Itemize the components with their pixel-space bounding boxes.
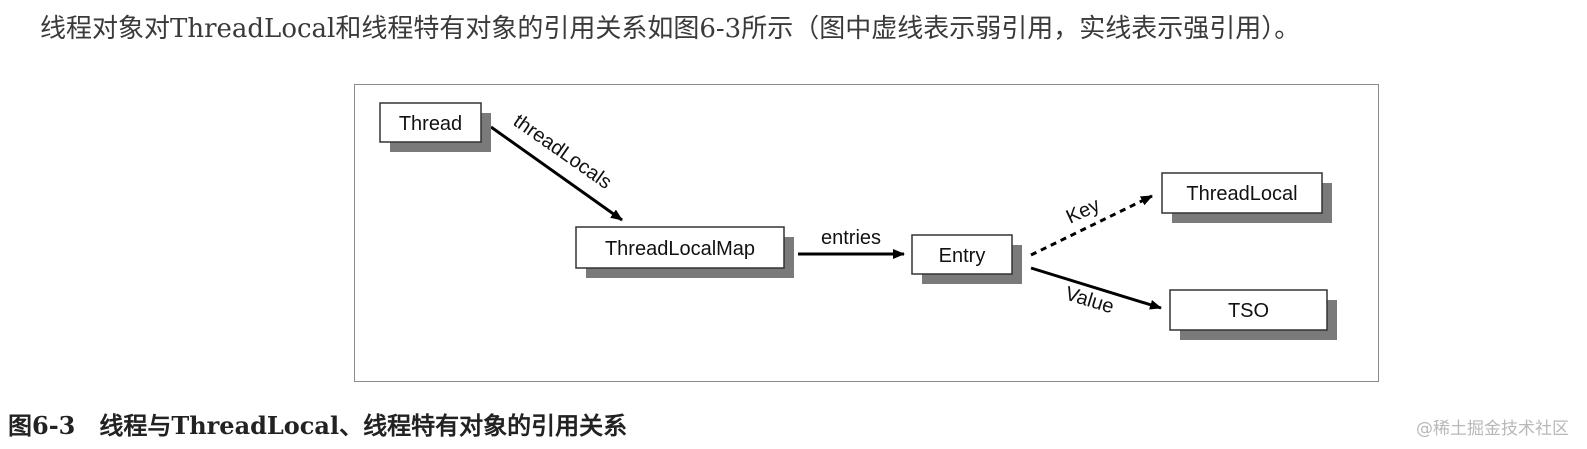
edge-entry-to-tso-strong: [1030, 266, 1162, 310]
node-tso: TSO: [1169, 289, 1337, 340]
intro-paragraph: 线程对象对ThreadLocal和线程特有对象的引用关系如图6-3所示（图中虚线…: [40, 14, 1301, 44]
node-threadlocalmap: ThreadLocalMap: [575, 226, 794, 278]
watermark: @稀土掘金技术社区: [1416, 419, 1569, 439]
edge-thread-to-map: [490, 125, 623, 222]
node-label-threadlocalmap: ThreadLocalMap: [605, 238, 755, 260]
figure-caption: 图6-3 线程与ThreadLocal、线程特有对象的引用关系: [8, 411, 628, 440]
node-label-threadlocal: ThreadLocal: [1186, 183, 1297, 205]
edge-label-key: Key: [1063, 194, 1104, 229]
node-entry: Entry: [911, 234, 1022, 284]
edge-label-entries: entries: [821, 227, 881, 249]
node-label-tso: TSO: [1228, 300, 1269, 322]
node-threadlocal: ThreadLocal: [1161, 172, 1332, 223]
edge-entry-to-threadlocal-weak: [1030, 194, 1153, 257]
node-thread: Thread: [379, 102, 491, 152]
node-label-thread: Thread: [399, 113, 462, 135]
node-label-entry: Entry: [939, 245, 986, 267]
edge-label-value: Value: [1063, 283, 1117, 319]
